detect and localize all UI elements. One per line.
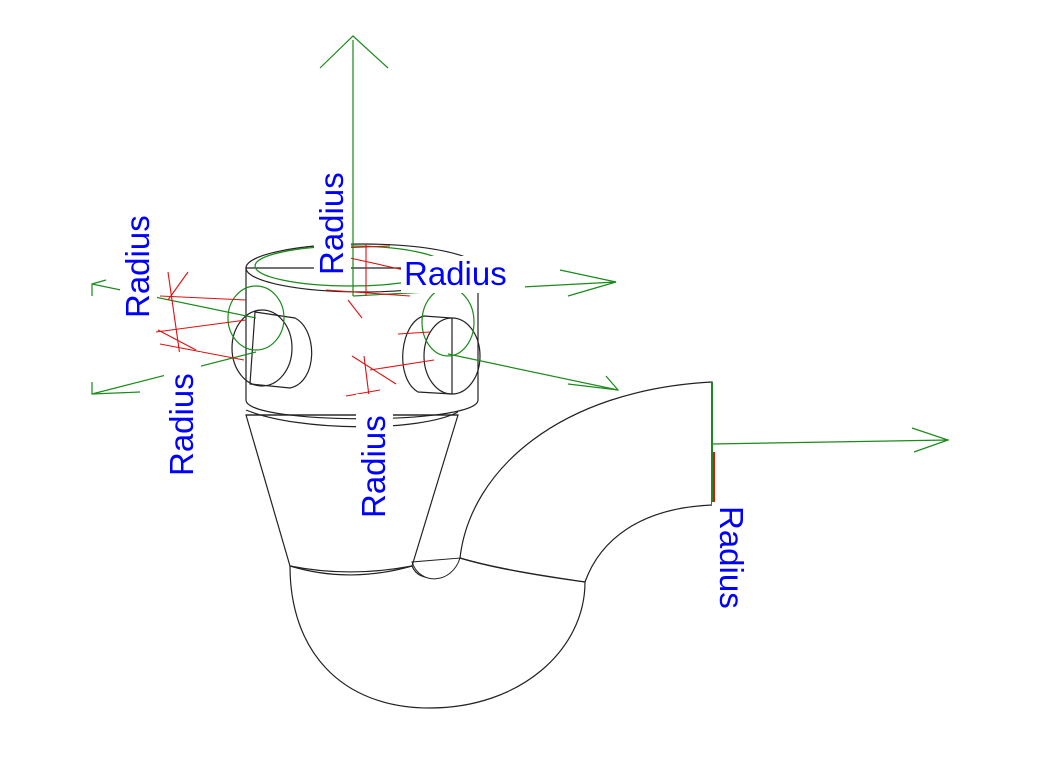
svg-text:Radius: Radius [119,215,156,318]
u-bend-inner-gap [411,557,461,580]
svg-text:Radius: Radius [713,506,750,609]
left-arrowhead-upper[interactable] [91,279,107,296]
u-bend[interactable] [289,557,586,709]
work-plane-axes [91,35,950,453]
left-connector-circle[interactable] [227,285,285,351]
radius-label-left-upper[interactable]: Radius [119,194,157,322]
radius-label-outlet[interactable]: Radius [712,502,750,630]
right-connector-circle[interactable] [421,287,475,357]
svg-text:Radius: Radius [404,255,507,292]
radius-label-top-vertical[interactable]: Radius [313,151,351,279]
left-arrowhead-lower[interactable] [91,382,141,395]
outlet-arrowhead[interactable] [911,427,950,453]
radius-label-top-horizontal[interactable]: Radius [401,255,525,293]
svg-text:Radius: Radius [163,373,200,476]
dimension-labels: Radius Radius Radius Radius Radius Radiu… [119,151,750,630]
svg-text:Radius: Radius [355,415,392,518]
left-side-port[interactable] [231,309,313,389]
right-arrowhead-lower[interactable] [567,375,620,391]
right-arrowhead-upper[interactable] [559,269,617,297]
cone-section[interactable] [245,414,459,576]
radius-label-center-lower[interactable]: Radius [355,394,393,522]
svg-text:Radius: Radius [313,172,350,275]
trap-solid[interactable] [231,243,715,709]
up-arrowhead[interactable] [319,35,389,69]
outlet-arm[interactable] [459,381,713,583]
radius-label-left-lower[interactable]: Radius [163,352,201,480]
